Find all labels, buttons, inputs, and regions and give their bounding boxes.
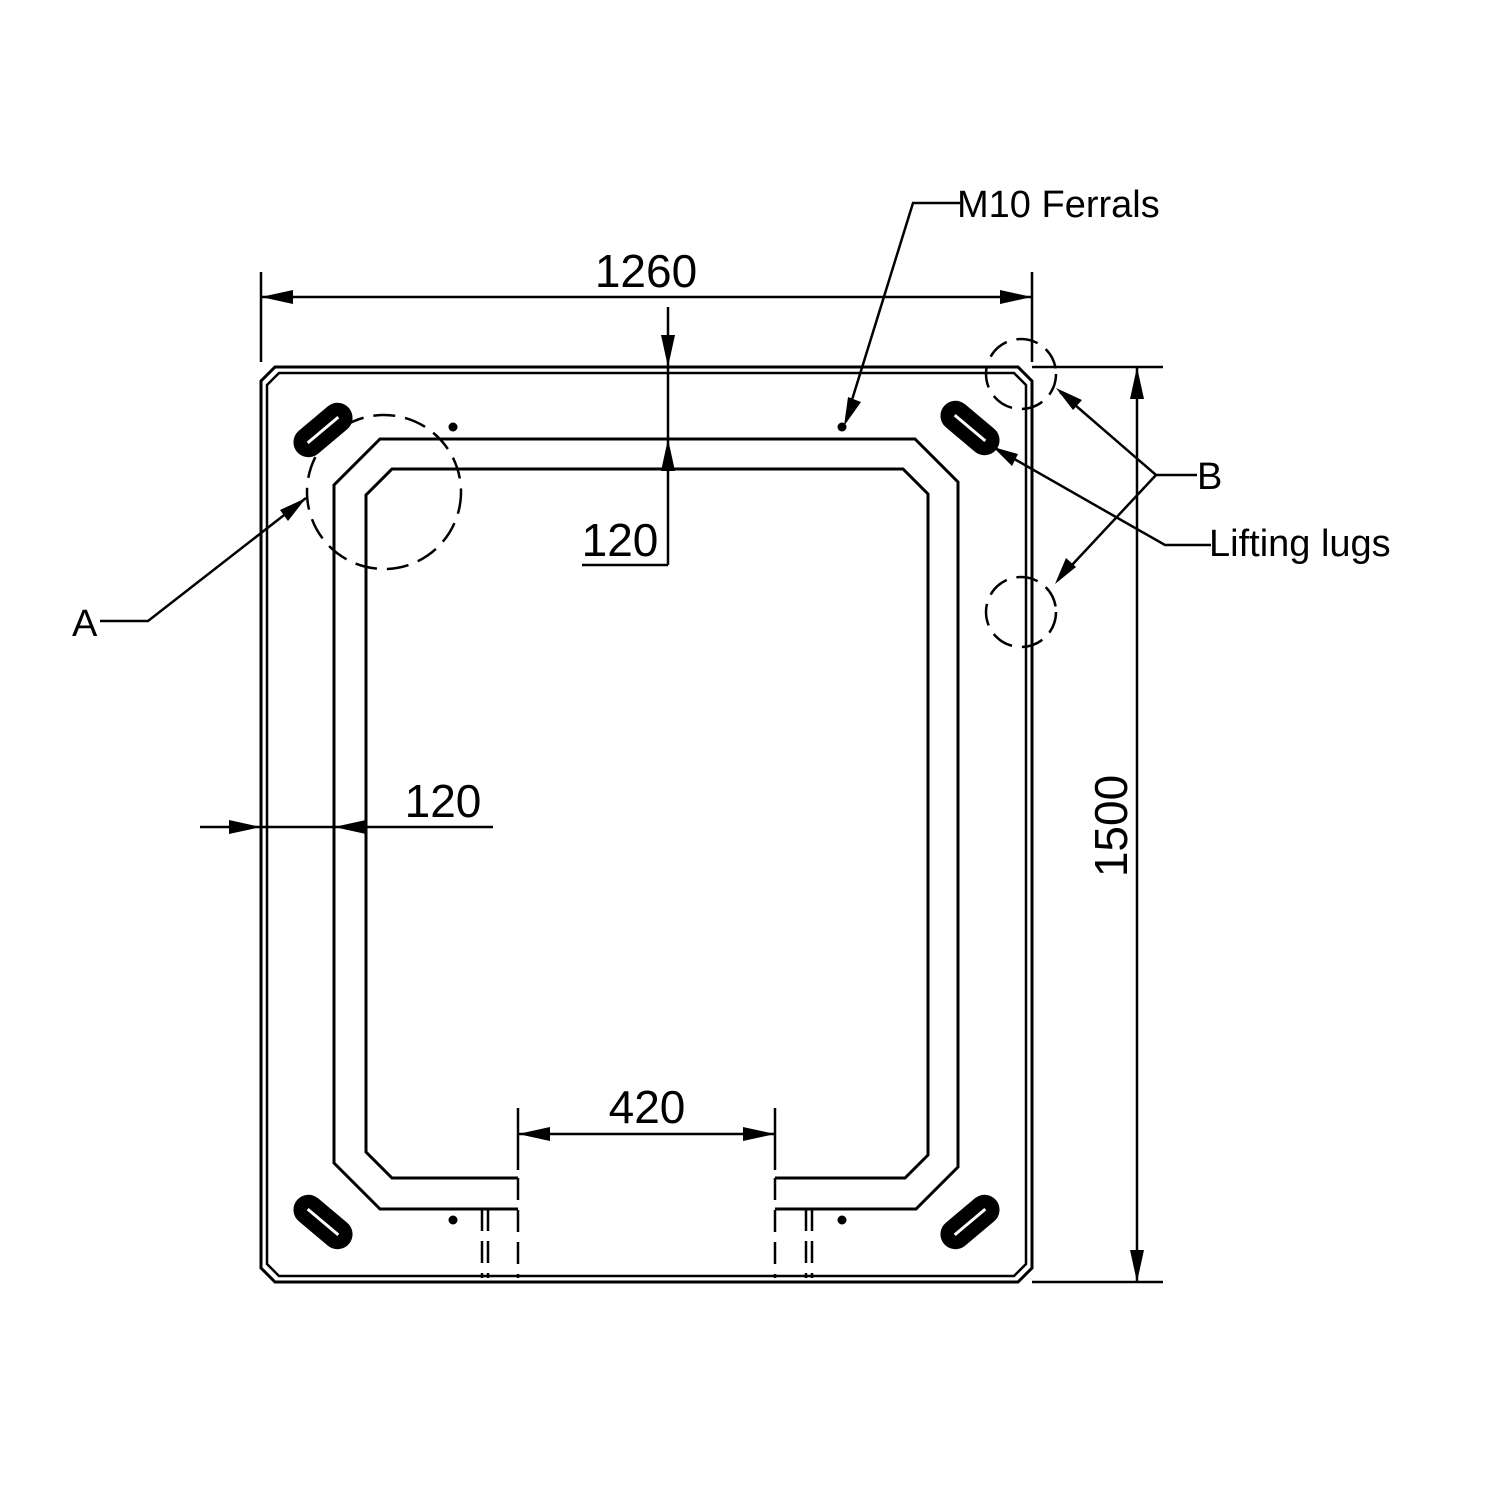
- lifting-lug-bottom-left: [293, 1194, 353, 1250]
- dimension-overall-width: 1260: [259, 245, 1034, 362]
- dimension-overall-height: 1500: [1032, 365, 1163, 1284]
- bottom-opening-label: 420: [609, 1081, 686, 1133]
- leader-lifting-lugs: Lifting lugs: [993, 446, 1391, 565]
- detail-circle-a: [305, 413, 463, 571]
- lifting-lug-bottom-right: [940, 1194, 1000, 1250]
- top-wall-label: 120: [582, 514, 659, 566]
- detail-circle-b-side: [984, 575, 1058, 649]
- lifting-lug-top-left: [293, 402, 353, 458]
- ferral-points: [448, 422, 847, 1225]
- dimension-top-wall: 120: [582, 307, 693, 567]
- opening-jambs: [480, 1178, 814, 1278]
- outer-wall-outline: [332, 437, 960, 1211]
- detail-a-label: A: [72, 603, 98, 645]
- dimension-side-wall: 120: [200, 775, 493, 834]
- leader-b: B: [1055, 388, 1222, 584]
- side-wall-label: 120: [405, 775, 482, 827]
- overall-width-label: 1260: [595, 245, 697, 297]
- dimension-bottom-opening: 420: [516, 1081, 777, 1170]
- lifting-lugs-label: Lifting lugs: [1209, 523, 1391, 565]
- ferrals-label: M10 Ferrals: [957, 184, 1160, 226]
- detail-b-label: B: [1197, 456, 1222, 498]
- outer-slab-outline: [259, 365, 1034, 1284]
- lifting-lugs: [293, 400, 1000, 1250]
- leader-ferrals: M10 Ferrals: [844, 184, 1160, 426]
- detail-circle-b-top: [984, 337, 1058, 411]
- lifting-lug-top-right: [940, 400, 1000, 456]
- overall-height-label: 1500: [1085, 775, 1137, 877]
- leader-a: A: [72, 497, 307, 645]
- inner-wall-outline: [364, 467, 930, 1180]
